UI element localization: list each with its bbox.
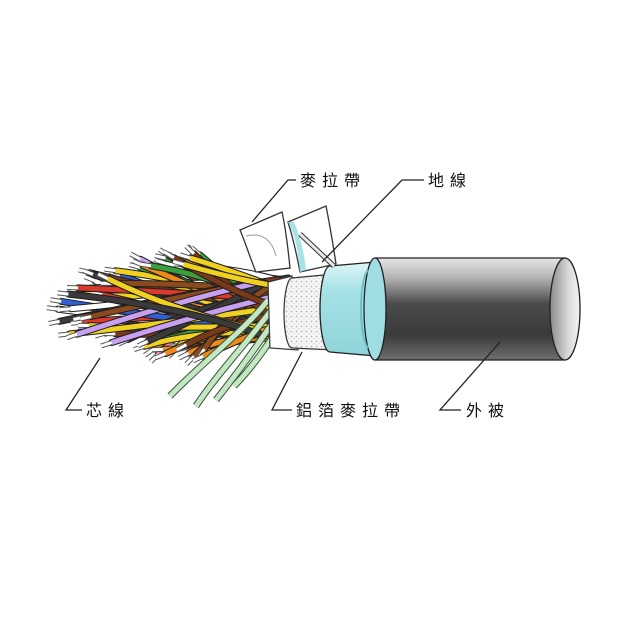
conductor-tip <box>184 354 196 366</box>
label-core-wire: 芯線 <box>86 401 130 420</box>
conductor-tip <box>65 331 78 341</box>
outer-jacket <box>375 258 565 360</box>
ground-wire <box>298 232 336 268</box>
conductor-tip <box>154 253 167 261</box>
outer-jacket-end-cap <box>549 257 581 361</box>
conductor-tip <box>49 297 62 304</box>
conductor-tip <box>192 353 205 364</box>
outer-jacket-opening <box>363 257 387 361</box>
label-mylar-tape: 麥拉帶 <box>300 171 366 190</box>
label-aluminum-foil-mylar-tape: 鋁箔麥拉帶 <box>296 401 406 420</box>
conductor-tip <box>155 258 168 266</box>
leader-mylar-tape <box>251 179 296 223</box>
conductor-tip <box>163 249 176 260</box>
conductor-tip <box>79 314 92 322</box>
conductor-tip <box>139 261 152 269</box>
conductor-tip <box>184 244 196 256</box>
mylar-tape-flaps <box>239 205 337 273</box>
conductor-tip <box>104 266 116 274</box>
conductor-tip <box>46 305 59 312</box>
conductor-tip <box>175 342 188 353</box>
leader-ground-wire <box>321 179 424 263</box>
leader-core-wire <box>64 357 101 411</box>
conductor-tip <box>100 340 113 349</box>
conductor-tip <box>154 351 167 361</box>
label-outer-jacket: 外被 <box>466 401 510 420</box>
conductor-tip <box>136 339 149 349</box>
label-ground-wire: 地線 <box>428 171 472 190</box>
conductor-tip <box>90 289 103 298</box>
conductor-tip <box>57 290 69 297</box>
conductor-tip <box>83 274 96 284</box>
conductor-tip <box>81 268 94 277</box>
conductor-tip <box>129 251 142 262</box>
conductor-tip <box>58 331 70 338</box>
conductor-tip <box>59 306 71 313</box>
conductor-tip <box>172 258 185 267</box>
conductor-tip <box>97 271 110 282</box>
core-wires <box>46 244 298 366</box>
leader-outer-jacket <box>438 341 501 411</box>
conductor-tip <box>128 262 141 270</box>
conductor-tip <box>177 350 190 361</box>
leader-aluminum-foil-mylar-tape <box>270 351 303 411</box>
conductor-tip <box>70 319 83 326</box>
conductor-tip <box>179 252 192 261</box>
conductor-tip <box>48 318 61 326</box>
